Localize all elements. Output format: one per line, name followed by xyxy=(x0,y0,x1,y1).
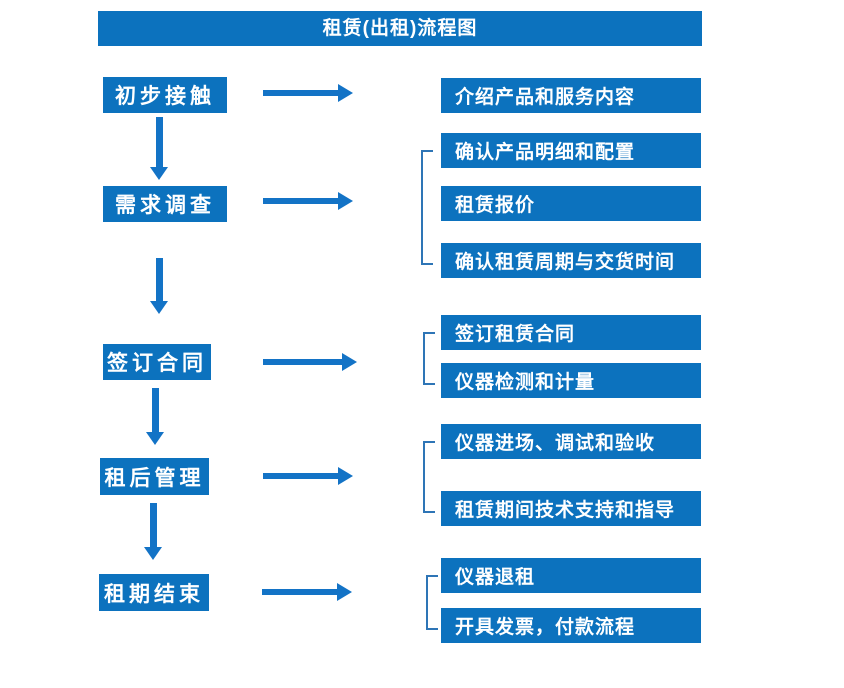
arrow-down-icon xyxy=(146,388,164,445)
arrow-right-icon xyxy=(263,84,353,102)
bracket-group-needs-survey xyxy=(421,150,433,265)
detail-box-invoice-payment: 开具发票，付款流程 xyxy=(441,608,701,643)
arrow-right-icon xyxy=(262,583,352,601)
step-box-needs-survey: 需求调查 xyxy=(103,186,227,222)
page-title: 租赁(出租)流程图 xyxy=(322,18,478,39)
detail-box-sign-rental-contract: 签订租赁合同 xyxy=(441,315,701,350)
title-bar: 租赁(出租)流程图 xyxy=(98,11,702,46)
detail-box-confirm-details-config: 确认产品明细和配置 xyxy=(441,133,701,168)
arrow-down-icon xyxy=(150,258,168,314)
bracket-group-rental-end xyxy=(426,575,438,630)
arrow-right-icon xyxy=(263,192,353,210)
detail-box-confirm-period-delivery: 确认租赁周期与交货时间 xyxy=(441,243,701,278)
detail-box-instrument-testing: 仪器检测和计量 xyxy=(441,363,701,398)
detail-box-rental-quote: 租赁报价 xyxy=(441,186,701,221)
arrow-right-icon xyxy=(263,353,357,371)
detail-box-instrument-setup-acceptance: 仪器进场、调试和验收 xyxy=(441,424,701,459)
detail-box-tech-support: 租赁期间技术支持和指导 xyxy=(441,491,701,526)
arrow-down-icon xyxy=(150,117,168,180)
arrow-right-icon xyxy=(263,467,353,485)
step-box-post-rental-management: 租后管理 xyxy=(100,458,209,495)
step-box-initial-contact: 初步接触 xyxy=(103,77,227,113)
step-box-rental-end: 租期结束 xyxy=(99,574,209,611)
step-box-sign-contract: 签订合同 xyxy=(103,344,211,380)
detail-box-instrument-return: 仪器退租 xyxy=(441,558,701,593)
arrow-down-icon xyxy=(144,503,162,560)
detail-box-introduce-products: 介绍产品和服务内容 xyxy=(441,78,701,113)
bracket-group-sign-contract xyxy=(423,332,435,385)
bracket-group-post-rental xyxy=(423,441,435,513)
